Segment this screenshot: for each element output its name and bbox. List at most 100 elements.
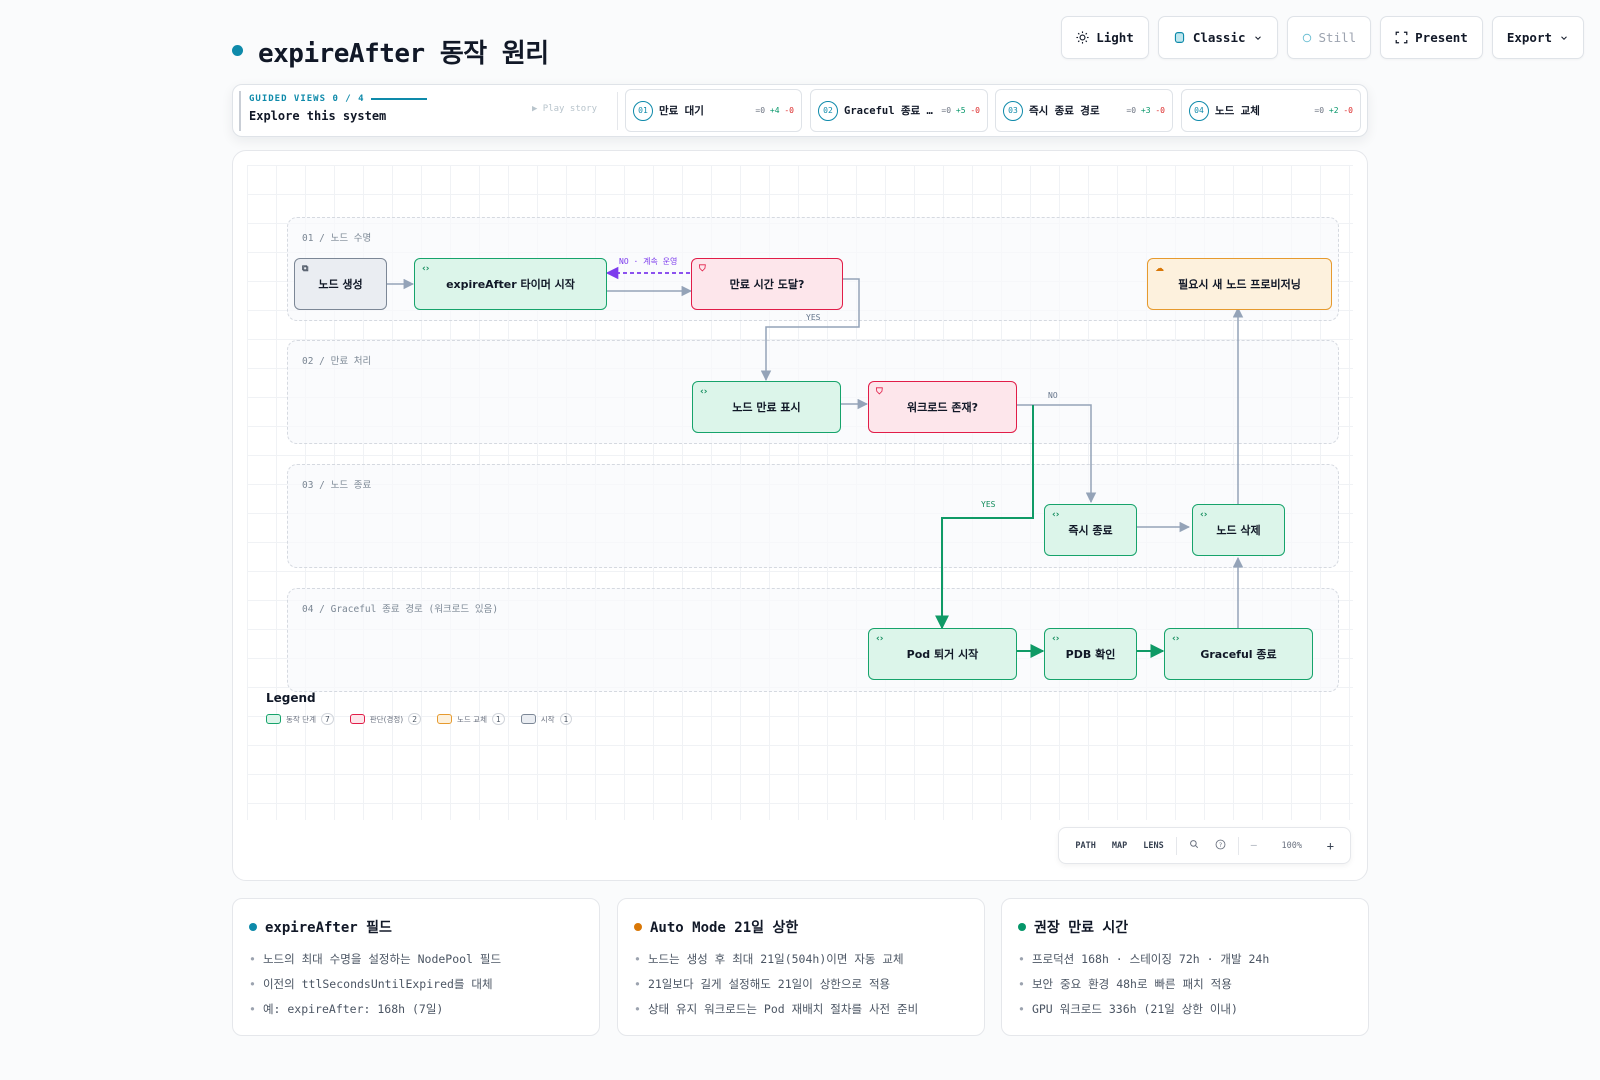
node-label: Pod 퇴거 시작: [906, 648, 979, 661]
view-controls: PATH MAP LENS ? — 100% +: [1058, 827, 1351, 864]
node-label: PDB 확인: [1065, 648, 1116, 661]
view-stats: =0 +3 -0: [1126, 106, 1165, 115]
legend-count: 1: [491, 713, 505, 725]
present-label: Present: [1415, 30, 1468, 45]
chevron-down-icon: [1254, 35, 1261, 40]
node-pdb-check[interactable]: ‹› PDB 확인: [1044, 628, 1137, 680]
divider: [1175, 836, 1177, 855]
map-button[interactable]: MAP: [1111, 840, 1128, 851]
help-icon[interactable]: ?: [1207, 839, 1234, 853]
view-number: 03: [1003, 100, 1023, 121]
guided-separator: [617, 92, 618, 130]
node-expiry-reached[interactable]: ⛉만료 시간 도달?: [691, 258, 843, 310]
node-label: 즉시 종료: [1068, 524, 1113, 537]
guided-views-bar: GUIDED VIEWS 0 / 4 Explore this system ▶…: [232, 84, 1368, 137]
node-label: 필요시 새 노드 프로비저닝: [1178, 278, 1301, 291]
legend-title: Legend: [266, 691, 316, 705]
edge-workload-evict-yes: [935, 405, 1034, 630]
code-icon: ‹›: [1052, 510, 1060, 520]
card-title: 권장 만료 시간: [1034, 920, 1129, 936]
code-icon: ‹›: [700, 387, 708, 397]
guided-view-04[interactable]: 04 노드 교체 =0 +2 -0: [1181, 89, 1361, 132]
guided-intro: GUIDED VIEWS 0 / 4 Explore this system ▶…: [239, 91, 615, 131]
node-mark-expired[interactable]: ‹›노드 만료 표시: [692, 381, 841, 433]
card-title: Auto Mode 21일 상한: [650, 920, 799, 936]
node-label: 노드 삭제: [1216, 524, 1261, 537]
svg-text:?: ?: [1219, 841, 1222, 848]
still-toggle-button[interactable]: Still: [1286, 16, 1372, 59]
view-stats: =0 +2 -0: [1314, 106, 1353, 115]
node-immediate-terminate[interactable]: ‹› 즉시 종료: [1044, 504, 1137, 556]
zoom-in-button[interactable]: +: [1326, 838, 1334, 853]
view-title: 노드 교체: [1215, 105, 1260, 117]
node-label: 노드 생성: [318, 278, 363, 291]
cloud-icon: ☁: [1155, 264, 1164, 274]
divider: [1237, 836, 1239, 855]
card-item: 프로덕션 168h · 스테이징 72h · 개발 24h: [1018, 951, 1352, 967]
legend-count: 1: [559, 713, 573, 725]
card-item: GPU 워크로드 336h (21일 상한 이내): [1018, 1001, 1352, 1017]
guided-view-02[interactable]: 02 Graceful 종료 경… =0 +5 -0: [810, 89, 988, 132]
card-dot: [249, 923, 257, 931]
info-card-auto-mode: Auto Mode 21일 상한 노드는 생성 후 최대 21일(504h)이면…: [617, 898, 985, 1036]
view-number: 02: [818, 100, 838, 121]
shield-icon: ⛉: [699, 264, 706, 274]
node-provision[interactable]: ☁ 필요시 새 노드 프로비저닝: [1147, 258, 1332, 310]
page-title: expireAfter 동작 원리: [258, 39, 549, 69]
lane-graceful-path: 04 / Graceful 종료 경로 (워크로드 있음): [287, 588, 1339, 692]
legend-swatch: [266, 714, 281, 724]
swatch-icon: [1174, 32, 1184, 43]
node-delete[interactable]: ‹›노드 삭제: [1192, 504, 1285, 556]
title-dot: [232, 45, 243, 56]
lane-label: 04 / Graceful 종료 경로 (워크로드 있음): [302, 604, 499, 615]
export-label: Export: [1506, 30, 1552, 45]
info-card-recommended: 권장 만료 시간 프로덕션 168h · 스테이징 72h · 개발 24h 보…: [1001, 898, 1369, 1036]
diagram-canvas[interactable]: 01 / 노드 수명 02 / 만료 처리 03 / 노드 종료 04 / Gr…: [232, 150, 1368, 881]
present-button[interactable]: Present: [1380, 16, 1483, 59]
path-button[interactable]: PATH: [1075, 840, 1096, 851]
node-pod-evict[interactable]: ‹›Pod 퇴거 시작: [868, 628, 1017, 680]
lens-button[interactable]: LENS: [1143, 840, 1164, 851]
edge-workload-immediate-no: [1015, 404, 1097, 504]
play-story-button[interactable]: ▶ Play story: [531, 104, 597, 114]
light-theme-button[interactable]: Light: [1061, 16, 1149, 59]
edge-label-no-continue: NO · 계속 운영: [619, 257, 678, 266]
sun-icon: [1076, 31, 1089, 44]
edge-reached-mark-yes: [760, 278, 860, 382]
card-item: 노드는 생성 후 최대 21일(504h)이면 자동 교체: [634, 951, 968, 967]
search-icon[interactable]: [1181, 839, 1207, 852]
legend-count: 2: [408, 713, 421, 725]
card-dot: [634, 923, 642, 931]
guided-label: GUIDED VIEWS 0 / 4: [249, 94, 365, 104]
card-item: 노드의 최대 수명을 설정하는 NodePool 필드: [249, 951, 583, 967]
card-dot: [1018, 923, 1026, 931]
card-item: 21일보다 길게 설정해도 21일이 상한으로 적용: [634, 976, 968, 992]
legend-swatch: [520, 714, 536, 724]
guided-view-01[interactable]: 01 만료 대기 =0 +4 -0: [625, 89, 802, 132]
chevron-down-icon: [1561, 35, 1567, 40]
export-dropdown[interactable]: Export: [1491, 16, 1584, 59]
legend-count: 7: [320, 713, 334, 725]
node-graceful-terminate[interactable]: ‹›Graceful 종료: [1164, 628, 1313, 680]
lane-node-termination: 03 / 노드 종료: [287, 464, 1339, 568]
card-item: 보안 중요 환경 48h로 빠른 패치 적용: [1018, 976, 1352, 992]
legend-swatch: [349, 714, 365, 724]
node-create[interactable]: ⧉노드 생성: [294, 258, 387, 310]
edge-label-yes: YES: [806, 313, 821, 322]
circle-icon: [1302, 33, 1311, 42]
view-number: 04: [1189, 100, 1209, 121]
node-timer[interactable]: ‹›expireAfter 타이머 시작: [414, 258, 607, 310]
view-number: 01: [633, 100, 653, 121]
node-workload-exists[interactable]: ⛉워크로드 존재?: [868, 381, 1017, 433]
guided-subtitle: Explore this system: [249, 109, 387, 123]
code-icon: ‹›: [1052, 634, 1060, 644]
guided-progress-bar: [370, 98, 427, 100]
card-item: 예: expireAfter: 168h (7일): [249, 1001, 583, 1017]
classic-style-dropdown[interactable]: Classic: [1157, 16, 1278, 59]
zoom-out-button[interactable]: —: [1250, 840, 1257, 851]
classic-label: Classic: [1192, 30, 1246, 45]
guided-view-03[interactable]: 03 즉시 종료 경로 =0 +3 -0: [995, 89, 1173, 132]
